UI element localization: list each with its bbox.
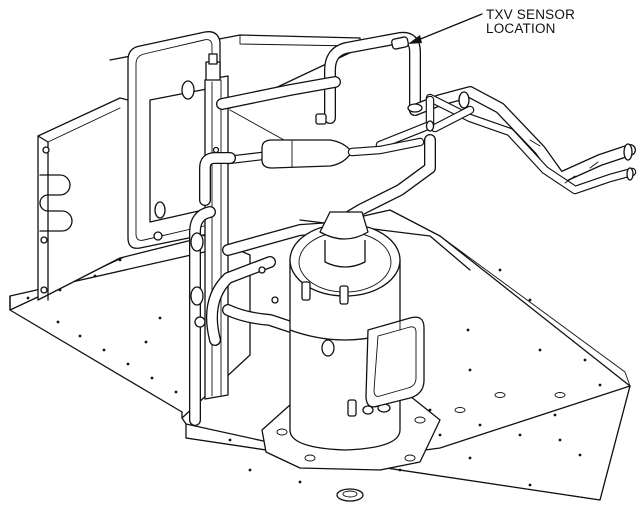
callout-leader [408, 13, 483, 44]
refrigerant-piping-rear [216, 31, 637, 195]
heat-exchanger [127, 31, 221, 249]
filter-drier [223, 137, 425, 169]
base-mounting-holes [26, 258, 602, 487]
compressor [261, 211, 441, 471]
callout-line-1: TXV SENSOR [486, 7, 576, 22]
txv-sensor-callout: TXV SENSOR LOCATION [486, 8, 575, 36]
callout-line-2: LOCATION [486, 21, 556, 36]
